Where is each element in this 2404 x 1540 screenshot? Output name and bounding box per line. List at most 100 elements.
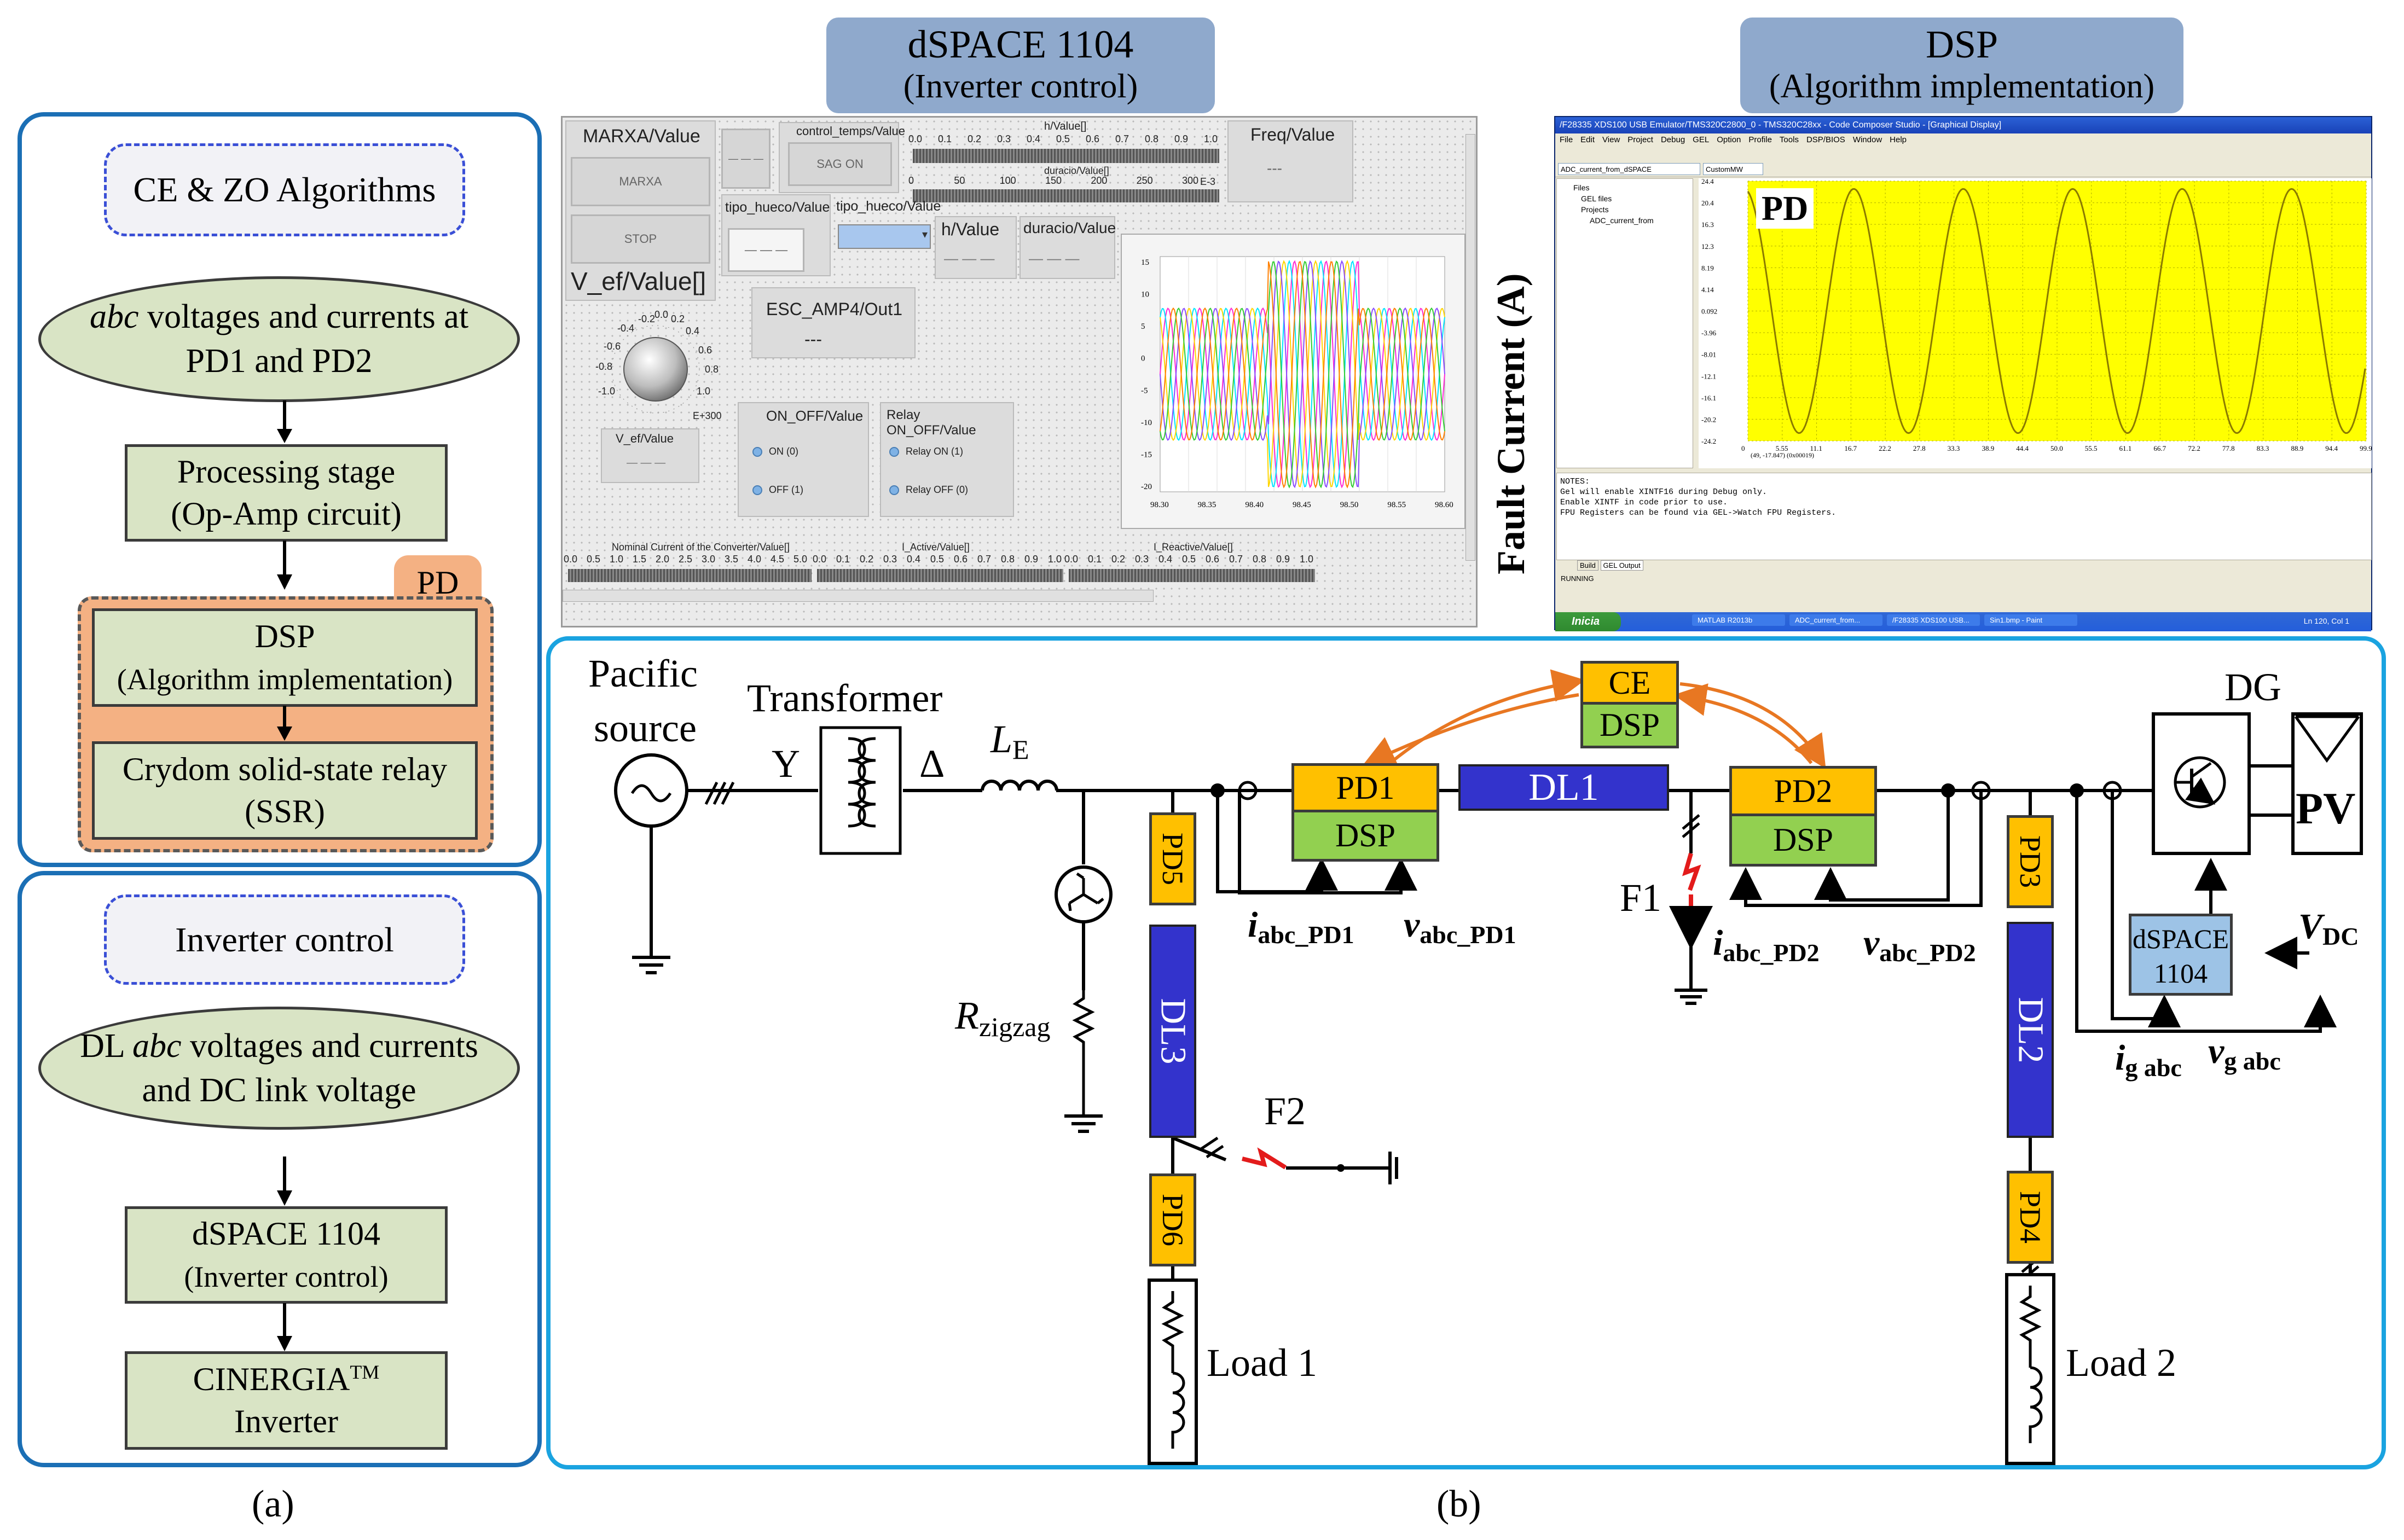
tipo-hueco-1: tipo_hueco/Value — — — [721,194,831,276]
stop-button[interactable]: STOP [571,214,710,264]
ccs-x-tick: 66.7 [2153,444,2166,452]
ireactive-slider[interactable] [1069,569,1315,582]
load-icon [2005,1273,2055,1465]
dl2-line: DL2 [2007,922,2054,1138]
knob-tick: -0.2 [638,313,656,324]
transformer-label: Transformer [747,676,942,720]
tick-label: 0.7 [1229,554,1243,565]
taskbar-item[interactable]: ADC_current_from... [1789,614,1882,626]
tree-gel-files[interactable]: GEL files [1581,194,1612,203]
scope-trace [1160,260,1445,489]
tick-label: 0.3 [1135,554,1149,565]
menu-item-view[interactable]: View [1602,135,1620,144]
relay-title: Relay ON_OFF/Value [887,408,976,438]
tick-label: 0.3 [883,554,897,565]
on-radio[interactable] [752,447,762,457]
tipo-hueco-2: tipo_hueco/Value ▾ [833,194,941,276]
menu-item-option[interactable]: Option [1717,135,1741,144]
menu-item-debug[interactable]: Debug [1660,135,1685,144]
off-label: OFF (1) [769,484,803,495]
menu-item-file[interactable]: File [1560,135,1573,144]
duracio-value-group: duracio/Value — — — [1019,216,1116,279]
igbt-icon [2152,712,2251,855]
dspace-dg-line2: 1104 [2153,957,2208,989]
tab-gel-output[interactable]: GEL Output [1600,560,1643,571]
relay-on-radio[interactable] [889,447,899,457]
tick-label: 0.0 [1064,554,1079,565]
h-slider[interactable] [913,149,1219,163]
taskbar-item[interactable]: Sin1.bmp - Paint [1984,614,2077,626]
load-icon [1148,1279,1198,1465]
taskbar-item[interactable]: /F28335 XDS100 USB... [1887,614,1980,626]
scope-trace [1160,260,1445,489]
header-dsp: DSP(Algorithm implementation) [1740,18,2183,113]
program-combo[interactable]: ADC_current_from_dSPACE [1558,163,1700,175]
off-radio[interactable] [752,485,762,495]
h-slider-title: h/Value[] [1044,120,1087,132]
ccs-y-tick: 16.3 [1701,220,1714,229]
vg-label: vg abc [2208,1031,2281,1075]
tick-label: 0.1 [938,133,952,144]
esc-value: --- [804,329,822,349]
tick-label: 1.0 [1300,554,1314,565]
menu-item-edit[interactable]: Edit [1580,135,1595,144]
duracio-slider[interactable] [913,189,1219,202]
menu-item-window[interactable]: Window [1852,135,1882,144]
pd3-label: PD3 [2014,835,2047,888]
ccs-x-tick: 94.4 [2325,444,2338,452]
relay-off-radio[interactable] [889,485,899,495]
tick-label: 0 [908,175,914,186]
taskbar-items: MATLAB R2013b ADC_current_from... /F28335 … [1692,614,2082,630]
sag-on-button[interactable]: SAG ON [788,142,892,186]
knob-icon[interactable] [574,298,738,424]
notes-line: Gel will enable XINTF16 during Debug onl… [1560,487,1768,497]
tab-build[interactable]: Build [1577,560,1598,571]
tick-label: 1.0 [1048,554,1062,565]
ccs-toolbar: ADC_current_from_dSPACE CustomMW [1555,147,2371,177]
menu-item-tools[interactable]: Tools [1779,135,1799,144]
config-combo[interactable]: CustomMW [1703,163,1763,175]
tick-label: 100 [999,175,1016,186]
menu-item-dspbios[interactable]: DSP/BIOS [1806,135,1845,144]
nominal-slider[interactable] [568,569,812,582]
ccs-y-tick: 24.4 [1701,178,1714,185]
dspace-dg-line1: dSPACE [2132,923,2229,954]
menu-item-help[interactable]: Help [1890,135,1907,144]
tree-files[interactable]: Files [1573,183,1590,192]
ssr-box: Crydom solid-state relay(SSR) [92,741,478,840]
ccs-y-tick: 20.4 [1701,199,1714,207]
scope-y-tick: 10 [1141,290,1149,299]
taskbar-item[interactable]: MATLAB R2013b [1692,614,1785,626]
relay-off-label: Relay OFF (0) [906,484,969,495]
pd1-box: PD1 [1291,763,1439,812]
tree-projects[interactable]: Projects [1581,205,1609,214]
scope-x-tick: 98.40 [1245,501,1264,509]
windows-taskbar: Inicia MATLAB R2013b ADC_current_from... /… [1555,612,2371,631]
ccs-x-tick: 55.5 [2085,444,2098,452]
i-pd1-label: iabc_PD1 [1248,905,1354,949]
scope-y-tick: 15 [1141,258,1149,267]
vertical-scrollbar[interactable] [1465,134,1475,561]
menu-item-profile[interactable]: Profile [1748,135,1772,144]
le-label: LE [990,717,1029,765]
knob-tick: 0.0 [654,309,669,320]
horizontal-scrollbar[interactable] [563,590,1154,602]
scope-x-tick: 98.30 [1150,501,1169,509]
iactive-slider[interactable] [817,569,1063,582]
tipo-hueco-dropdown[interactable]: ▾ [838,224,931,249]
ccs-y-tick: -3.96 [1701,329,1717,337]
tipo-hueco-1-input[interactable]: — — — [728,228,804,272]
tree-adc-current[interactable]: ADC_current_from [1590,216,1654,225]
tick-label: 0.1 [836,554,850,565]
load2-label: Load 2 [2066,1341,2176,1385]
start-button[interactable]: Inicia [1555,612,1621,631]
marxa-button[interactable]: MARXA [571,157,710,206]
ccs-x-tick: 61.1 [2119,444,2132,452]
menu-item-project[interactable]: Project [1627,135,1653,144]
menu-item-gel[interactable]: GEL [1693,135,1710,144]
tick-label: 250 [1136,175,1153,186]
